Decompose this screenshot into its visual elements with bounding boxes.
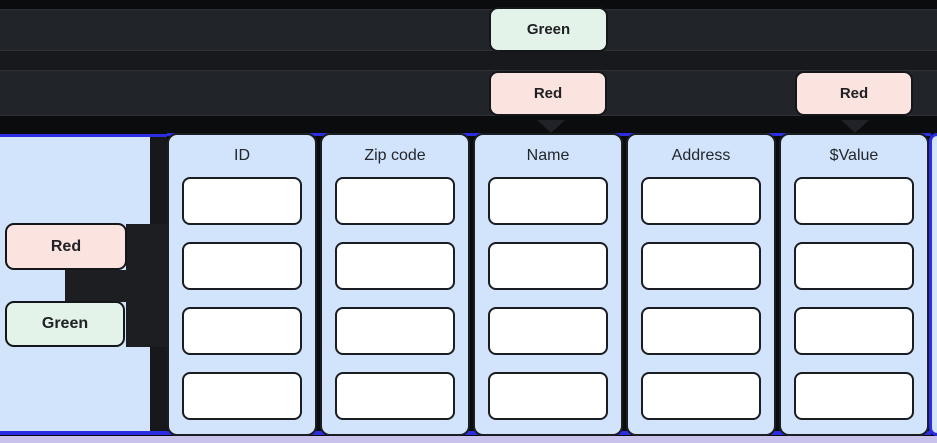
cell-slot[interactable]: [335, 372, 455, 420]
lane-top-2: [0, 70, 937, 116]
row-header-panel: Red Green: [0, 134, 167, 435]
cell-slot[interactable]: [641, 307, 761, 355]
table-column[interactable]: Name: [473, 133, 623, 436]
tag-red-row[interactable]: Red: [5, 223, 127, 270]
cell-slot[interactable]: [182, 177, 302, 225]
column-header: ID: [234, 147, 250, 164]
table-column[interactable]: Address: [626, 133, 776, 436]
cell-slot[interactable]: [641, 242, 761, 290]
tag-red-value-column[interactable]: Red: [795, 71, 913, 116]
cell-slot[interactable]: [182, 372, 302, 420]
cell-slot[interactable]: [488, 177, 608, 225]
lane-top-1: [0, 9, 937, 51]
cell-slot[interactable]: [641, 177, 761, 225]
tag-slot: [126, 224, 167, 347]
table-column[interactable]: $Value: [779, 133, 929, 436]
tag-slot: [65, 270, 126, 302]
table-column[interactable]: ID: [167, 133, 317, 436]
cell-slot[interactable]: [488, 242, 608, 290]
cell-slot[interactable]: [794, 177, 914, 225]
cell-slot[interactable]: [794, 242, 914, 290]
cell-slot[interactable]: [182, 242, 302, 290]
cell-slot[interactable]: [335, 307, 455, 355]
column-body: [169, 177, 315, 420]
column-body: [475, 177, 621, 420]
cell-slot[interactable]: [488, 372, 608, 420]
cell-slot[interactable]: [794, 372, 914, 420]
cell-slot[interactable]: [641, 372, 761, 420]
column-body: [322, 177, 468, 420]
bottom-bar: [0, 436, 937, 443]
arrow-down-icon: [537, 120, 565, 133]
cell-slot[interactable]: [794, 307, 914, 355]
column-body: [628, 177, 774, 420]
lane-gap: [0, 51, 937, 70]
cell-slot[interactable]: [335, 242, 455, 290]
tag-green-row[interactable]: Green: [5, 301, 125, 347]
column-header: Address: [671, 147, 731, 164]
tag-red-name-column[interactable]: Red: [489, 71, 607, 116]
tag-green[interactable]: Green: [489, 7, 608, 52]
arrow-down-icon: [841, 120, 869, 133]
column-header: $Value: [829, 147, 879, 164]
column-header: Zip code: [364, 147, 426, 164]
cell-slot[interactable]: [182, 307, 302, 355]
cell-slot[interactable]: [335, 177, 455, 225]
table-column[interactable]: Zip code: [320, 133, 470, 436]
column-body: [781, 177, 927, 420]
column-header: Name: [526, 147, 570, 164]
partial-selected-column[interactable]: [929, 133, 937, 436]
cell-slot[interactable]: [488, 307, 608, 355]
